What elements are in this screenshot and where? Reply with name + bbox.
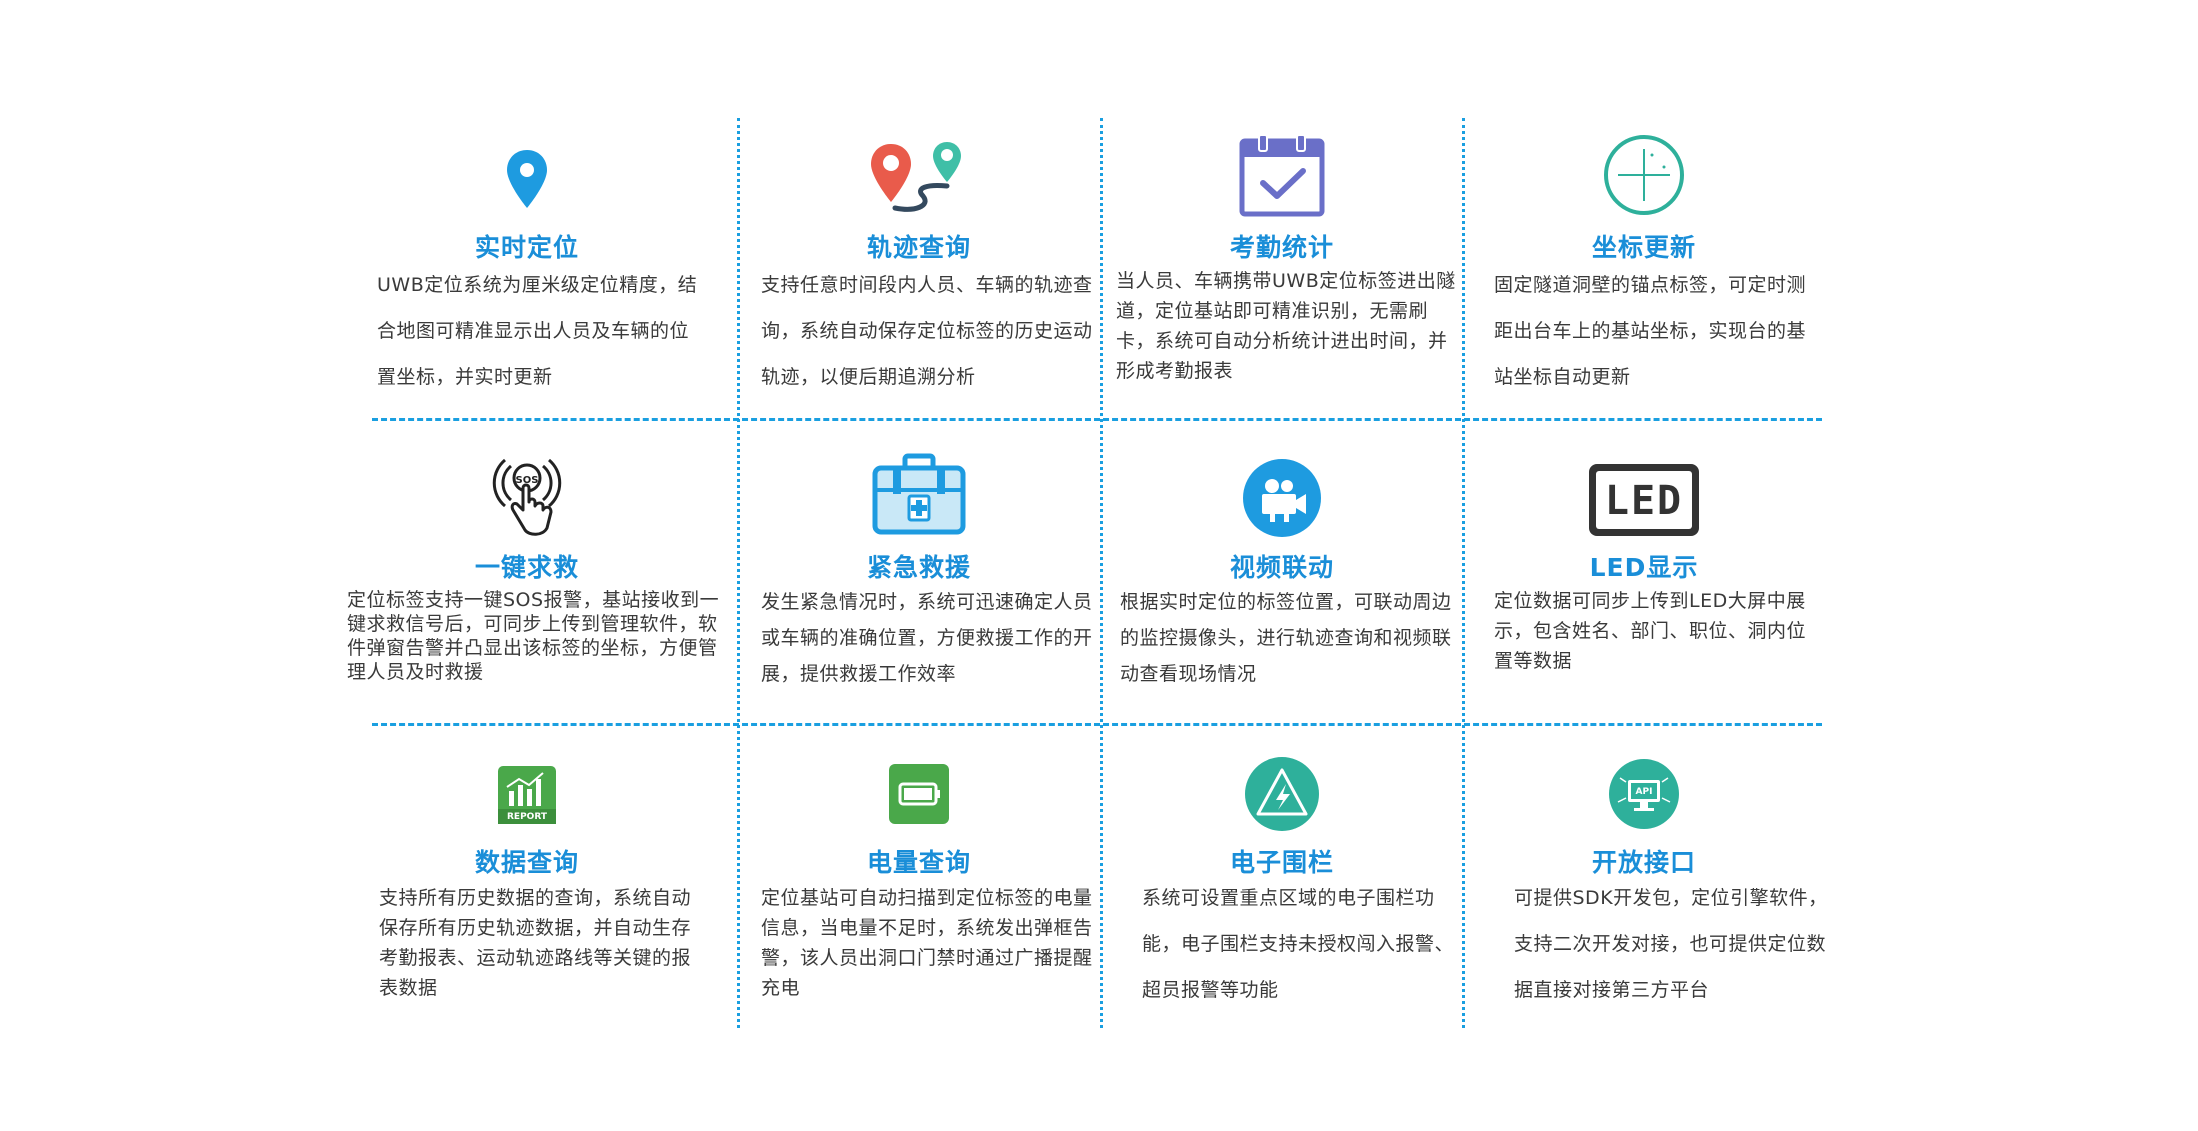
feature-title: LED显示 <box>1589 553 1699 582</box>
feature-emergency-rescue: 紧急救援 发生紧急情况时，系统可迅速确定人员或车辆的准确位置，方便救援工作的开展… <box>737 440 1101 720</box>
feature-title: 电量查询 <box>866 848 971 877</box>
feature-description: 定位数据可同步上传到LED大屏中展示，包含姓名、部门、职位、洞内位置等数据 <box>1494 590 1807 672</box>
feature-track-query: 轨迹查询 支持任意时间段内人员、车辆的轨迹查询，系统自动保存定位标签的历史运动轨… <box>737 130 1101 410</box>
feature-title: 实时定位 <box>474 233 579 262</box>
sos-hand-icon <box>345 448 709 540</box>
feature-description: 定位标签支持一键SOS报警，基站接收到一键求救信号后，可同步上传到管理软件，软件… <box>347 589 720 683</box>
feature-title: 视频联动 <box>1229 553 1334 582</box>
feature-title: 紧急救援 <box>866 553 971 582</box>
feature-description: 固定隧道洞壁的锚点标签，可定时测距出台车上的基站坐标，实现台的基站坐标自动更新 <box>1494 274 1807 388</box>
feature-description: 支持任意时间段内人员、车辆的轨迹查询，系统自动保存定位标签的历史运动轨迹，以便后… <box>761 274 1093 388</box>
divider-vertical-3 <box>1462 118 1465 1028</box>
feature-battery-query: 电量查询 定位基站可自动扫描到定位标签的电量信息，当电量不足时，系统发出弹框告警… <box>737 745 1101 1025</box>
api-monitor-icon <box>1462 757 1826 831</box>
feature-title: 一键求救 <box>474 553 579 582</box>
feature-title: 开放接口 <box>1591 848 1696 877</box>
divider-horizontal-2 <box>372 723 1822 726</box>
feature-description: 根据实时定位的标签位置，可联动周边的监控摄像头，进行轨迹查询和视频联动查看现场情… <box>1120 591 1452 685</box>
battery-icon <box>737 761 1101 827</box>
feature-led-display: LED LED显示 定位数据可同步上传到LED大屏中展示，包含姓名、部门、职位、… <box>1462 440 1826 720</box>
coordinate-axis-icon <box>1462 132 1826 218</box>
divider-vertical-1 <box>737 118 740 1028</box>
feature-title: 电子围栏 <box>1229 848 1334 877</box>
feature-electronic-fence: 电子围栏 系统可设置重点区域的电子围栏功能，电子围栏支持未授权闯入报警、超员报警… <box>1100 745 1464 1025</box>
electric-fence-warning-icon <box>1100 757 1464 831</box>
feature-attendance: 考勤统计 当人员、车辆携带UWB定位标签进出隧道，定位基站即可精准识别，无需刷卡… <box>1100 130 1464 410</box>
feature-open-api: API 开放接口 可提供SDK开发包，定位引擎软件，支持二次开发对接，也可提供定… <box>1462 745 1827 1025</box>
feature-description: 定位基站可自动扫描到定位标签的电量信息，当电量不足时，系统发出弹框告警，该人员出… <box>761 887 1093 999</box>
feature-data-query: REPORT 数据查询 支持所有历史数据的查询，系统自动保存所有历史轨迹数据，并… <box>345 745 709 1025</box>
video-camera-icon <box>1100 458 1464 538</box>
feature-title: 坐标更新 <box>1591 233 1696 262</box>
feature-title: 轨迹查询 <box>866 233 971 262</box>
feature-description: 当人员、车辆携带UWB定位标签进出隧道，定位基站即可精准识别，无需刷卡，系统可自… <box>1116 270 1456 382</box>
location-pin-icon <box>345 148 709 210</box>
divider-horizontal-1 <box>372 418 1822 421</box>
feature-video-linkage: 视频联动 根据实时定位的标签位置，可联动周边的监控摄像头，进行轨迹查询和视频联动… <box>1100 440 1464 720</box>
feature-description: 发生紧急情况时，系统可迅速确定人员或车辆的准确位置，方便救援工作的开展，提供救援… <box>761 591 1093 685</box>
sos-icon-label: SOS <box>515 475 539 486</box>
feature-coordinate-update: 坐标更新 固定隧道洞壁的锚点标签，可定时测距出台车上的基站坐标，实现台的基站坐标… <box>1462 130 1826 410</box>
feature-title: 考勤统计 <box>1229 233 1334 262</box>
feature-description: UWB定位系统为厘米级定位精度，结合地图可精准显示出人员及车辆的位置坐标，并实时… <box>377 274 698 388</box>
route-track-icon <box>737 140 1101 218</box>
report-icon-label: REPORT <box>507 812 547 822</box>
feature-description: 系统可设置重点区域的电子围栏功能，电子围栏支持未授权闯入报警、超员报警等功能 <box>1142 887 1455 1001</box>
report-chart-icon <box>345 763 709 827</box>
feature-description: 可提供SDK开发包，定位引擎软件，支持二次开发对接，也可提供定位数据直接对接第三… <box>1514 887 1828 1001</box>
first-aid-kit-icon <box>737 452 1101 536</box>
api-icon-label: API <box>1635 787 1653 797</box>
feature-realtime-location: 实时定位 UWB定位系统为厘米级定位精度，结合地图可精准显示出人员及车辆的位置坐… <box>345 130 709 410</box>
feature-description: 支持所有历史数据的查询，系统自动保存所有历史轨迹数据，并自动生存考勤报表、运动轨… <box>379 887 692 999</box>
calendar-check-icon <box>1100 132 1464 218</box>
led-icon-label: LED <box>1604 478 1684 524</box>
feature-title: 数据查询 <box>474 848 579 877</box>
led-display-icon <box>1462 462 1826 538</box>
feature-sos: SOS 一键求救 定位标签支持一键SOS报警，基站接收到一键求救信号后，可同步上… <box>345 440 719 720</box>
divider-vertical-2 <box>1100 118 1103 1028</box>
